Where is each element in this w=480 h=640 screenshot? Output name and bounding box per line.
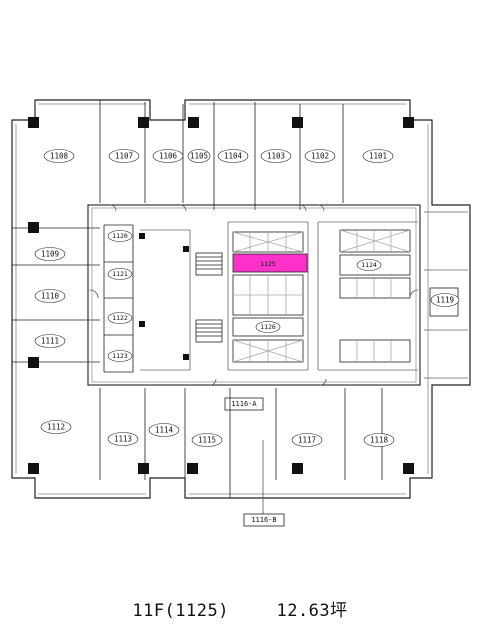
unit-1125-label: 1125 (260, 260, 276, 268)
unit-1101-label: 1101 (369, 152, 387, 161)
unit-1110-label: 1110 (41, 292, 60, 301)
unit-1102-label: 1102 (311, 152, 329, 161)
unit-1115-label: 1115 (198, 436, 216, 445)
unit-1117-label: 1117 (298, 436, 316, 445)
unit-1111-label: 1111 (41, 337, 59, 346)
ref-1116-a-label: 1116-A (231, 400, 257, 408)
unit-1121-label: 1121 (112, 270, 128, 278)
unit-1113-label: 1113 (114, 435, 132, 444)
unit-1105-label: 1105 (190, 152, 208, 161)
unit-1109-label: 1109 (41, 250, 59, 259)
floor-caption: 11F(1125) 12.63坪 (0, 596, 480, 621)
unit-1118-label: 1118 (370, 436, 389, 445)
unit-1106-label: 1106 (159, 152, 178, 161)
ref-1116-b-label: 1116-B (251, 516, 276, 524)
unit-1125-highlight (232, 253, 308, 273)
unit-1122-label: 1122 (112, 314, 128, 322)
unit-1104-label: 1104 (224, 152, 243, 161)
unit-1120-label: 1120 (112, 232, 128, 240)
unit-1119-label: 1119 (436, 296, 454, 305)
unit-1123-label: 1123 (112, 352, 128, 360)
floor-area-label: 12.63坪 (276, 601, 348, 621)
floor-unit-label: 11F(1125) (132, 601, 229, 621)
unit-1112-label: 1112 (47, 423, 65, 432)
unit-1124-label: 1124 (361, 261, 377, 269)
unit-1114-label: 1114 (155, 426, 174, 435)
unit-1103-label: 1103 (267, 152, 285, 161)
unit-1108-label: 1108 (50, 152, 69, 161)
unit-1107-label: 1107 (115, 152, 133, 161)
unit-1126-label: 1126 (260, 323, 276, 331)
